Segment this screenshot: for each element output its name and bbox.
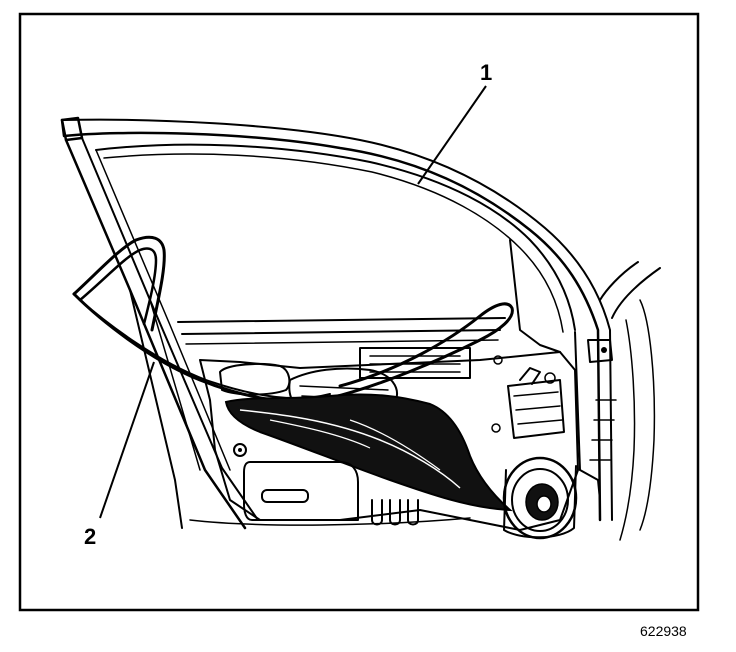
door-speaker bbox=[502, 456, 578, 540]
callout-2: 2 bbox=[84, 524, 96, 549]
water-shield bbox=[224, 393, 513, 512]
door-frame bbox=[60, 116, 613, 530]
door-inner-panel bbox=[199, 347, 579, 531]
callout-1: 1 bbox=[480, 60, 492, 85]
leader-line-2 bbox=[99, 361, 155, 519]
body-floor-line bbox=[189, 517, 471, 526]
leader-line-1 bbox=[417, 85, 487, 185]
body-pillar bbox=[579, 261, 661, 541]
weatherstrip bbox=[72, 235, 514, 413]
diagram-frame bbox=[18, 12, 700, 612]
figure-id: 622938 bbox=[640, 623, 687, 639]
